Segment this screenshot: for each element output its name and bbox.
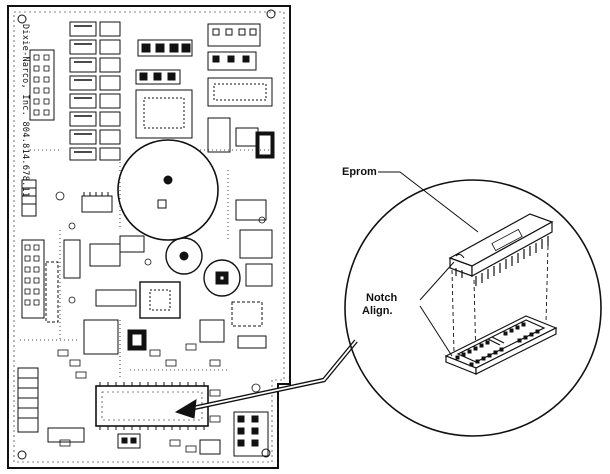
inset-eprom-chip: [448, 213, 554, 286]
bottom-connectors: [47, 411, 269, 457]
left-pin-header: [29, 49, 55, 121]
large-capacitor: [117, 139, 241, 297]
left-header-strips: [17, 179, 45, 433]
driver-modules: [69, 21, 121, 161]
control-board: [7, 5, 291, 469]
small-components: [20, 149, 270, 453]
board-maker-text: Dixie-Narco, Inc. 804.814.678.11: [20, 24, 30, 198]
top-connectors: [135, 23, 261, 85]
power-section: [135, 77, 275, 159]
ic-chips: [45, 192, 273, 355]
label-leaders: [378, 171, 479, 357]
pointer-arrow: [174, 339, 358, 419]
mounting-holes: [17, 9, 276, 460]
notch-label-line1: Notch: [366, 292, 398, 304]
notch-label-line2: Align.: [362, 305, 393, 317]
eprom-label: Eprom: [342, 166, 377, 178]
alignment-guides: [451, 245, 549, 363]
inset-socket: [444, 315, 558, 375]
magnified-inset: [344, 171, 602, 437]
